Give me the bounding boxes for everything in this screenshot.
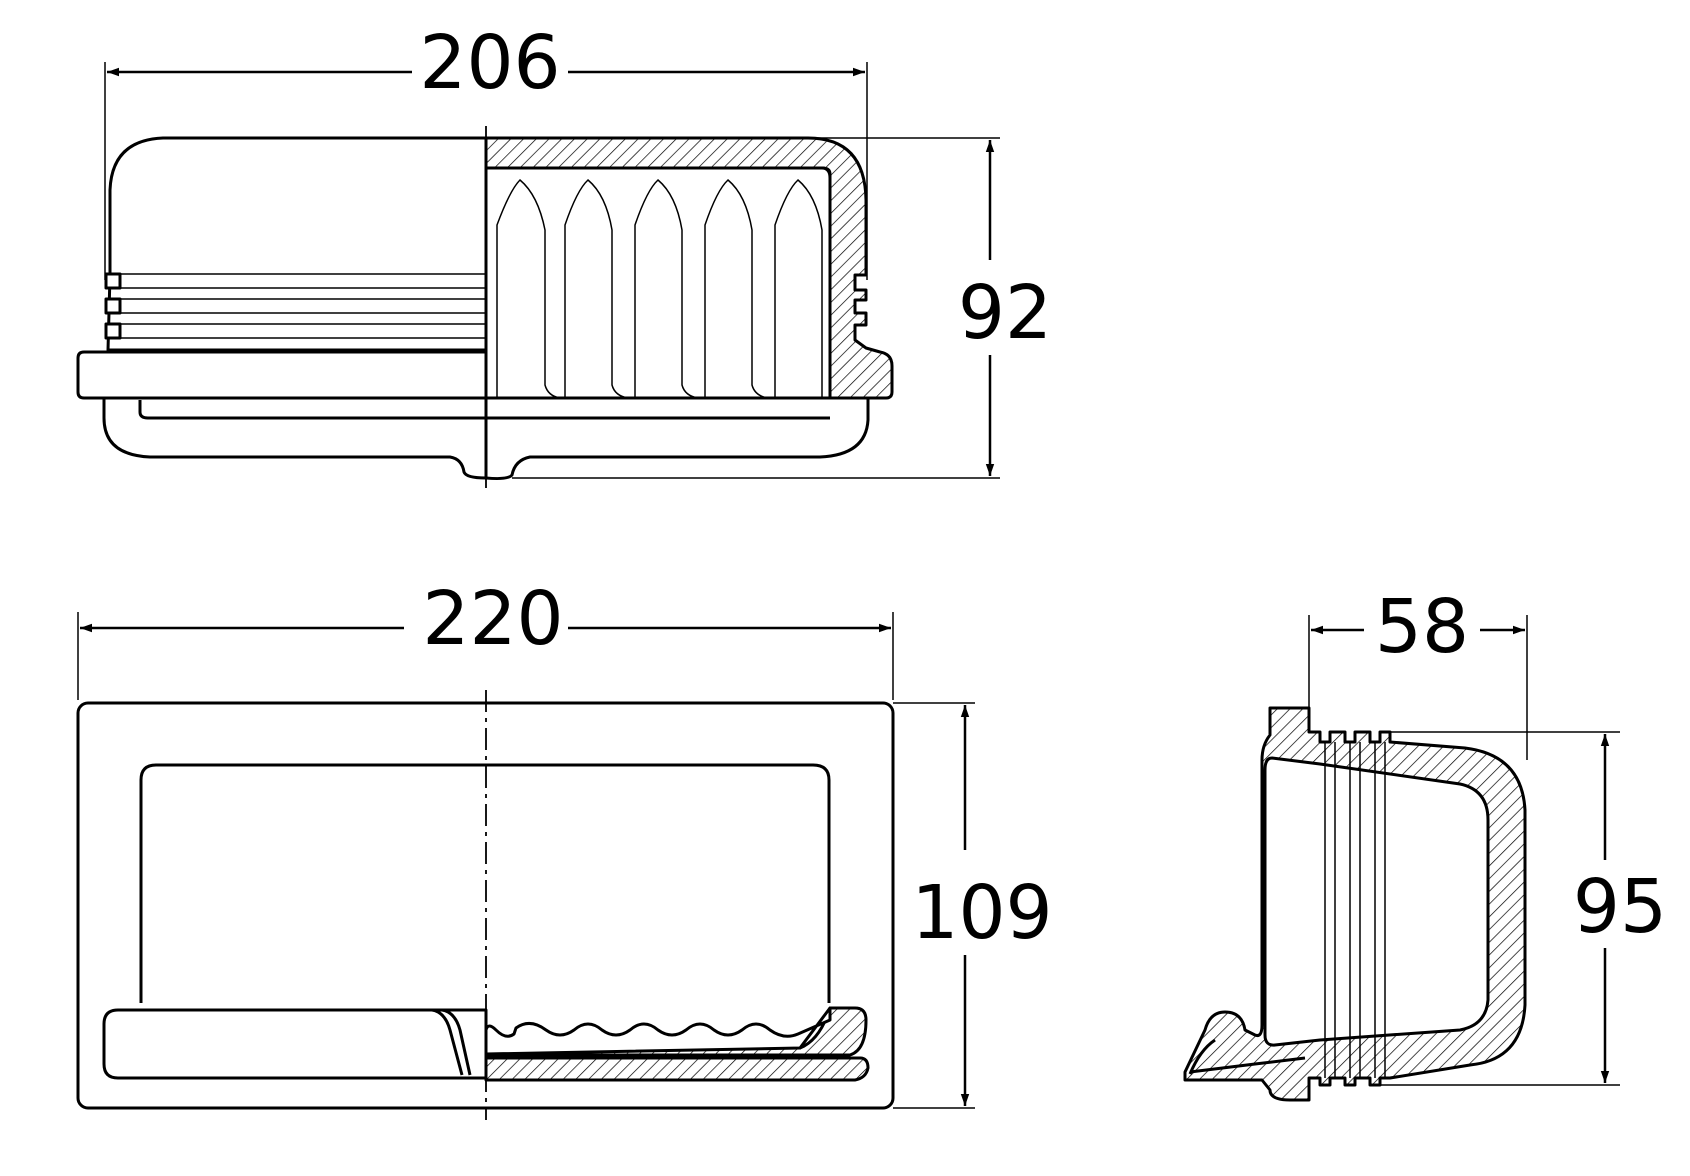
dimension-label-92: 92 <box>958 270 1052 356</box>
lid-threads <box>104 272 486 340</box>
soap-rest-grooves <box>484 1006 832 1056</box>
side-threads <box>1324 742 1386 1078</box>
dimension-bottom-height: 109 <box>893 702 1053 1109</box>
dimension-label-58: 58 <box>1375 584 1469 670</box>
lid-ribs <box>496 178 823 399</box>
soap-rest-floor-section <box>484 1056 870 1082</box>
lid-cavity-right <box>484 166 832 400</box>
front-view: 206 <box>76 20 1052 488</box>
base-tray-right <box>484 396 870 481</box>
base-flange-left <box>76 350 488 400</box>
dimension-top-width: 206 <box>104 20 868 280</box>
dimension-label-206: 206 <box>419 20 560 106</box>
soap-rest-left <box>102 1008 488 1080</box>
side-view: 58 95 <box>1183 584 1667 1102</box>
plan-view: 220 109 <box>76 576 1053 1120</box>
dimension-label-95: 95 <box>1573 864 1667 950</box>
dimension-label-220: 220 <box>422 576 563 662</box>
dimension-bottom-width: 220 <box>77 576 894 700</box>
side-section-cavity <box>1263 756 1490 1047</box>
dimension-side-height: 95 <box>1380 731 1667 1086</box>
dimension-top-height: 92 <box>512 137 1052 479</box>
lid-outline-left <box>106 136 488 352</box>
dimension-label-109: 109 <box>911 870 1052 956</box>
base-tray-left <box>102 396 488 480</box>
dimension-side-width: 58 <box>1308 584 1528 760</box>
tray-inner-well <box>139 763 831 1003</box>
